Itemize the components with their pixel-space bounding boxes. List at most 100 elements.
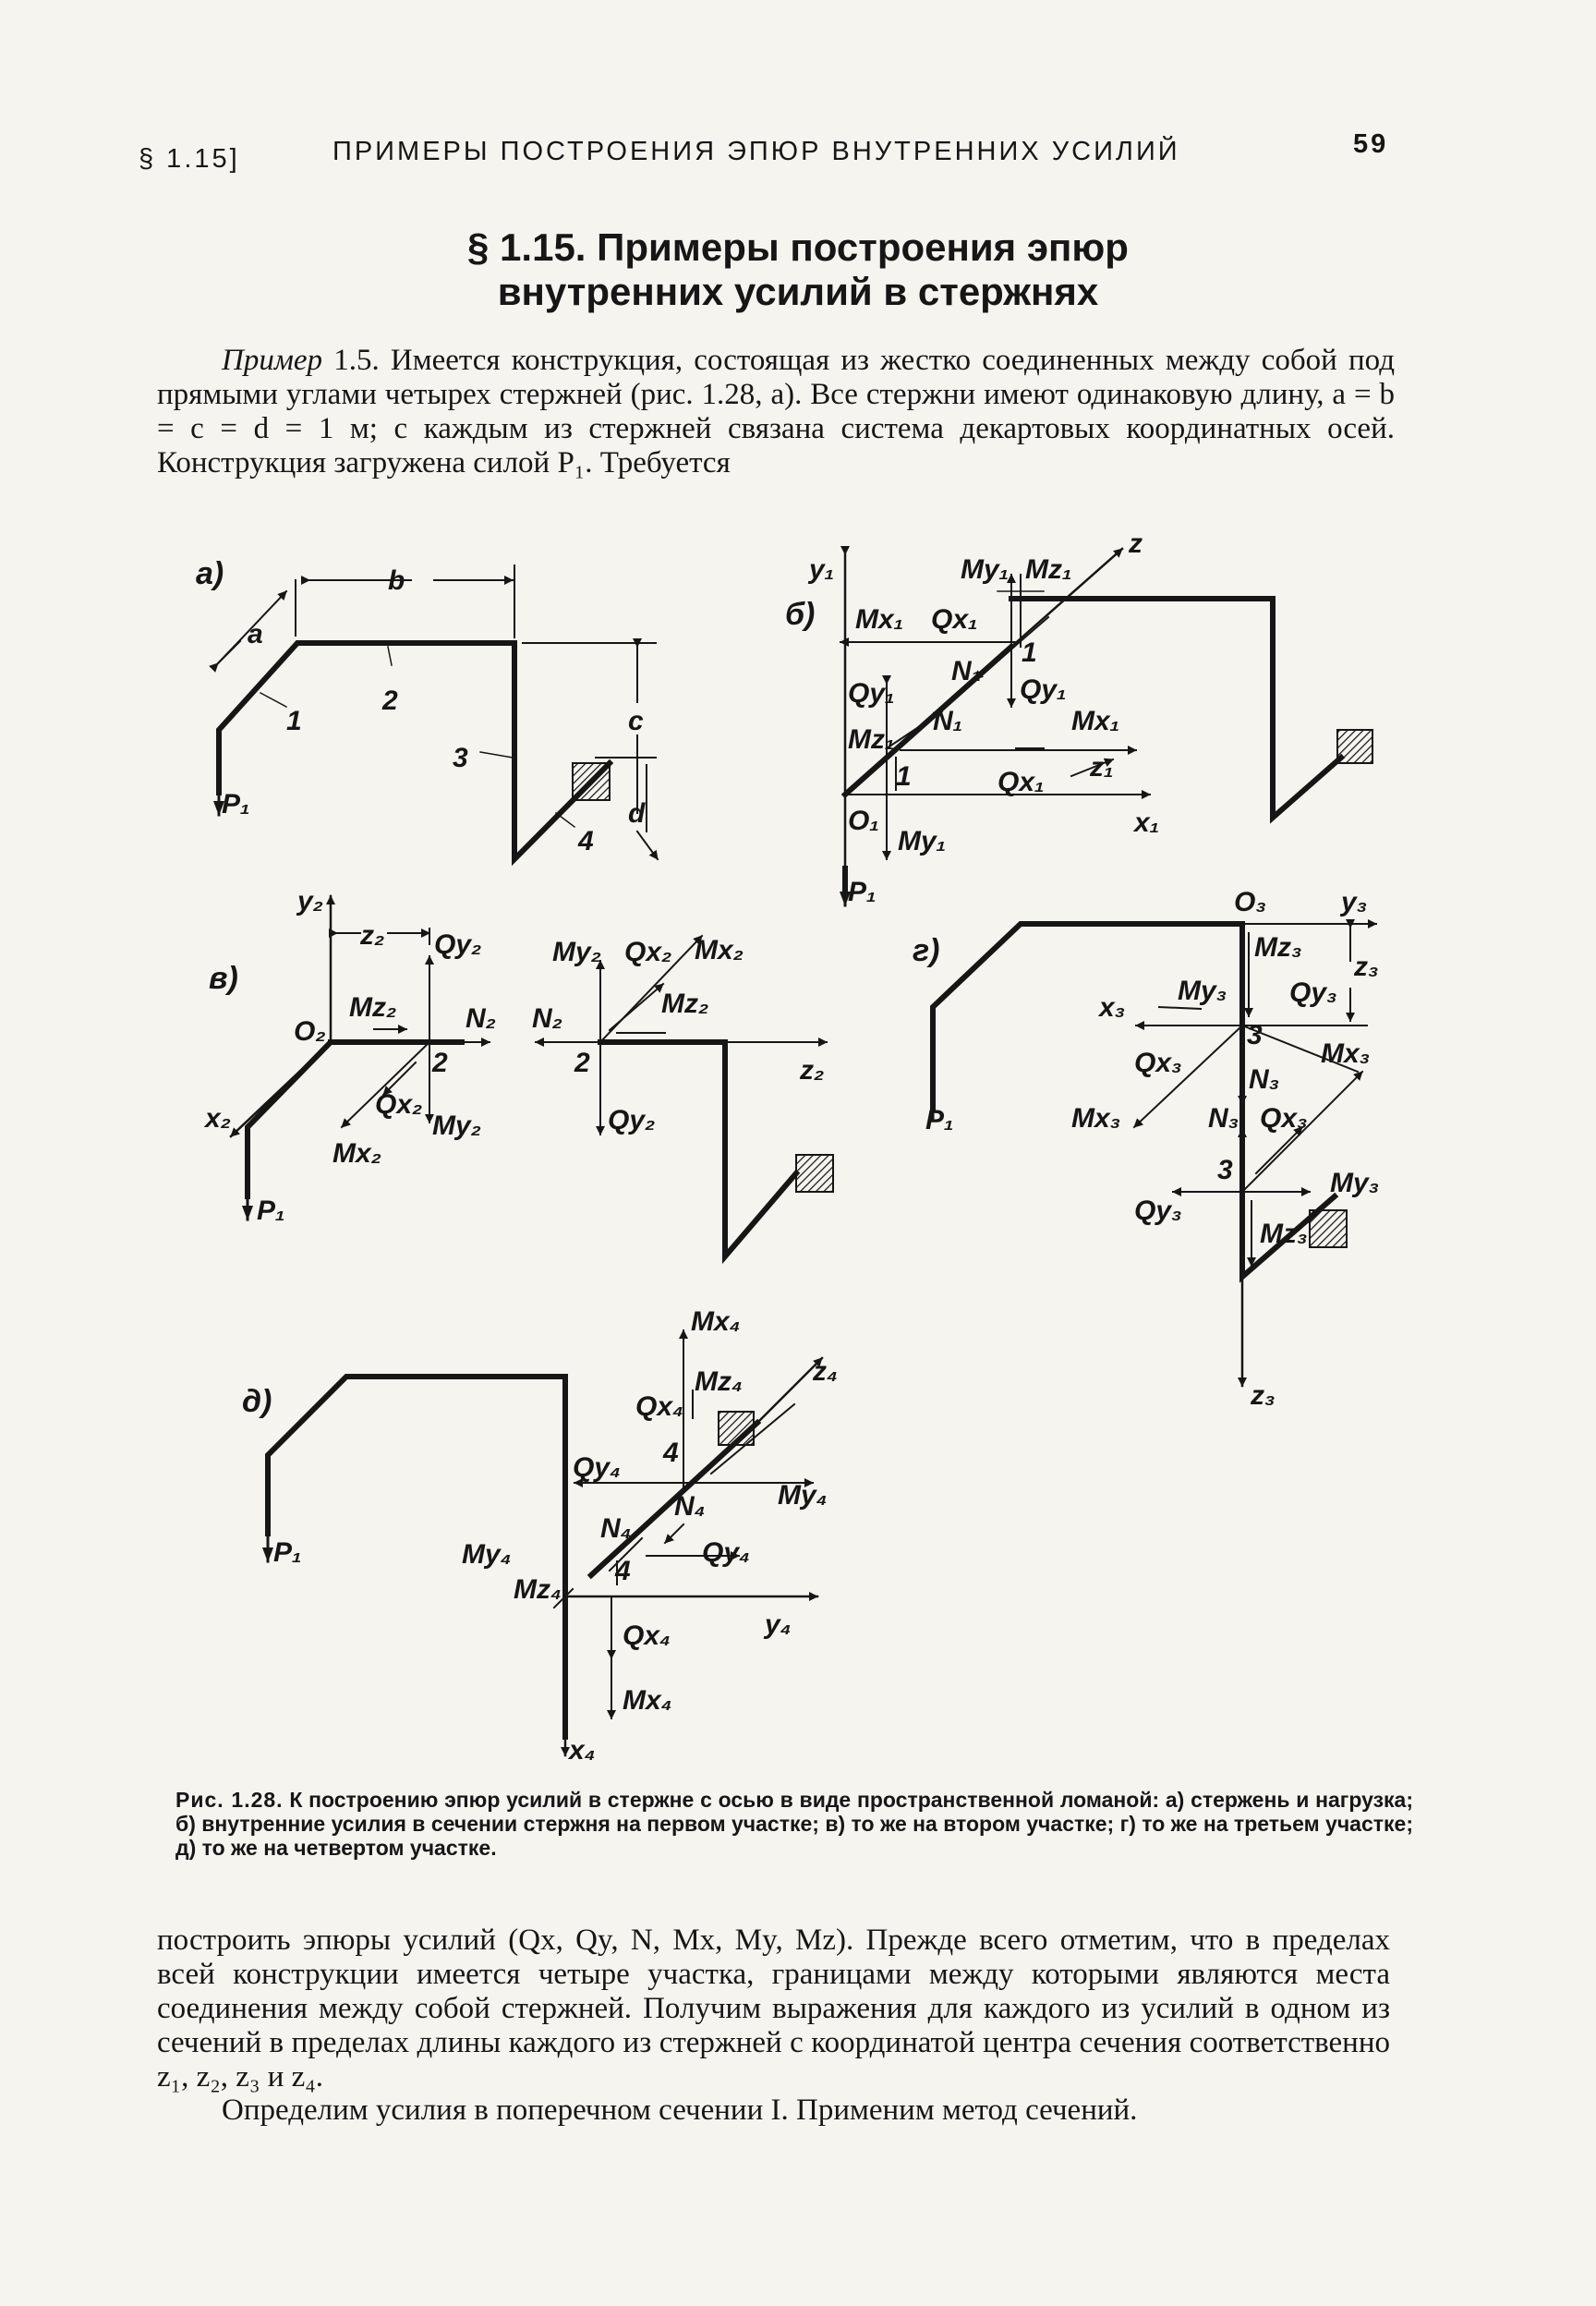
d-label-n4b: N₄ <box>600 1513 632 1544</box>
d-label-mz4b: Mz₄ <box>514 1574 562 1605</box>
v-label-z2b: z₂ <box>799 1055 824 1086</box>
d-label-qx4b: Qx₄ <box>623 1620 671 1651</box>
g-label-my3b: My₃ <box>1330 1168 1379 1198</box>
panel-a-structure <box>209 564 659 867</box>
d-label-my4b: My₄ <box>462 1539 512 1570</box>
g-label-mx3b: Mx₃ <box>1071 1103 1120 1134</box>
g-label-mz3b: Mz₃ <box>1260 1219 1308 1249</box>
d-label-sec4b: 4 <box>614 1556 631 1586</box>
g-label-y3: y₃ <box>1339 887 1367 917</box>
v-label-mx2b: Mx₂ <box>695 935 744 965</box>
d-label-qy4b: Qy₄ <box>702 1537 750 1568</box>
g-label-z3b: z₃ <box>1250 1380 1276 1411</box>
v-label-sec2: 2 <box>431 1048 448 1078</box>
panel-g-structure <box>930 919 1377 1388</box>
v-label-n2: N₂ <box>466 1003 496 1034</box>
d-label-mz4: Mz₄ <box>695 1366 743 1397</box>
g-label-p1: P₁ <box>925 1105 954 1135</box>
b-label-qy1: Qy₁ <box>1020 674 1067 705</box>
b-label-mz1: Mz₁ <box>1025 554 1072 585</box>
g-label-qx3: Qx₃ <box>1134 1048 1182 1078</box>
panel-label-d: д) <box>242 1384 272 1419</box>
d-label-mx4b: Mx₄ <box>623 1685 672 1716</box>
d-label-z4: z₄ <box>812 1356 838 1387</box>
g-label-x3: x₃ <box>1097 992 1125 1023</box>
d-label-x4: x₄ <box>567 1735 596 1766</box>
g-label-mz3: Mz₃ <box>1254 932 1302 963</box>
panel-b-structure <box>840 546 1373 907</box>
page-number: 59 <box>1353 129 1389 159</box>
v-label-qy2b: Qy₂ <box>608 1105 655 1135</box>
v-label-y2: y₂ <box>296 886 323 916</box>
d-label-y4: y₄ <box>763 1609 792 1640</box>
body-paragraph-1: построить эпюры усилий (Qx, Qy, N, Mx, M… <box>157 1924 1390 2094</box>
v-label-my2: My₂ <box>432 1111 481 1141</box>
v-label-z2: z₂ <box>359 920 384 951</box>
a-label-2: 2 <box>381 686 398 716</box>
b-label-p1: P₁ <box>848 877 877 907</box>
b-label-mx1: Mx₁ <box>855 604 903 635</box>
body-paragraph-2: Определим усилия в поперечном сечении I.… <box>222 2094 1138 2127</box>
b-label-o1: O₁ <box>848 806 879 836</box>
v-label-qx2: Qx₂ <box>375 1089 422 1120</box>
b-label-z1: z₁ <box>1089 752 1114 783</box>
v-label-qx2b: Qx₂ <box>624 937 671 967</box>
g-label-qx3b: Qx₃ <box>1260 1103 1308 1134</box>
v-label-mz2b: Mz₂ <box>661 989 708 1019</box>
v-label-n2b: N₂ <box>532 1003 562 1034</box>
b-label-qx1: Qx₁ <box>931 604 978 635</box>
b-label-mz1b: Mz₁ <box>848 724 895 755</box>
d-label-mx4: Mx₄ <box>691 1306 741 1337</box>
b-label-my1: My₁ <box>961 554 1009 585</box>
running-title: ПРИМЕРЫ ПОСТРОЕНИЯ ЭПЮР ВНУТРЕННИХ УСИЛИ… <box>332 137 1180 166</box>
caption-number: Рис. 1.28. <box>175 1788 284 1812</box>
figure-1-28: а) б) в) г) д) a b c d 1 2 3 4 P₁ y₁ z M… <box>196 528 1379 1766</box>
panel-label-b: б) <box>785 597 815 632</box>
b-label-n1: N₁ <box>951 656 981 686</box>
panel-label-g: г) <box>913 933 939 968</box>
intro-text: 1.5. Имеется конструкция, состоящая из ж… <box>157 344 1395 479</box>
panel-label-a: а) <box>196 556 224 591</box>
intro-paragraph: Пример 1.5. Имеется конструкция, состоящ… <box>157 344 1395 480</box>
example-lead: Пример <box>222 344 323 377</box>
b-label-y1: y₁ <box>807 554 834 585</box>
d-label-p1: P₁ <box>273 1537 302 1568</box>
v-label-sec2b: 2 <box>574 1048 590 1078</box>
g-label-n3b: N₃ <box>1208 1103 1239 1134</box>
a-label-d: d <box>628 798 646 829</box>
v-label-mz2: Mz₂ <box>349 992 396 1023</box>
g-label-qy3b: Qy₃ <box>1134 1195 1182 1226</box>
d-label-n4: N₄ <box>674 1491 706 1522</box>
section-title-line-2: внутренних усилий в стержнях <box>497 270 1099 313</box>
a-label-1: 1 <box>286 706 302 736</box>
d-label-sec4: 4 <box>662 1438 679 1468</box>
b-label-my1b: My₁ <box>898 826 946 856</box>
g-label-z3: z₃ <box>1353 952 1379 982</box>
b-label-qy1b: Qy₁ <box>848 678 895 709</box>
v-label-mx2: Mx₂ <box>332 1138 381 1169</box>
b-label-sec2: 1 <box>896 761 912 792</box>
d-label-my4: My₄ <box>778 1480 828 1511</box>
d-label-qy4: Qy₄ <box>573 1452 621 1483</box>
a-label-3: 3 <box>453 743 468 773</box>
g-label-n3: N₃ <box>1249 1064 1279 1095</box>
g-label-my3: My₃ <box>1178 976 1227 1006</box>
g-label-mx3: Mx₃ <box>1321 1038 1370 1069</box>
b-label-mx1b: Mx₁ <box>1071 706 1119 736</box>
a-label-c: c <box>628 706 644 736</box>
a-label-a: a <box>248 619 263 649</box>
section-title-line-1: § 1.15. Примеры построения эпюр <box>467 225 1129 269</box>
section-reference: § 1.15] <box>139 144 240 174</box>
panel-d-structure <box>262 1329 824 1757</box>
b-label-x1: x₁ <box>1132 807 1159 838</box>
b-label-n1b: N₁ <box>933 706 962 736</box>
v-label-o2: O₂ <box>294 1016 326 1047</box>
b-label-qx1b: Qx₁ <box>998 767 1045 797</box>
g-label-sec3: 3 <box>1247 1020 1263 1050</box>
b-label-z: z <box>1128 528 1143 559</box>
caption-text: К построению эпюр усилий в стержне с ось… <box>175 1788 1413 1860</box>
panel-label-v: в) <box>209 961 238 996</box>
a-label-b: b <box>388 565 405 596</box>
g-label-qy3: Qy₃ <box>1289 977 1337 1008</box>
b-label-sec1: 1 <box>1022 637 1037 668</box>
